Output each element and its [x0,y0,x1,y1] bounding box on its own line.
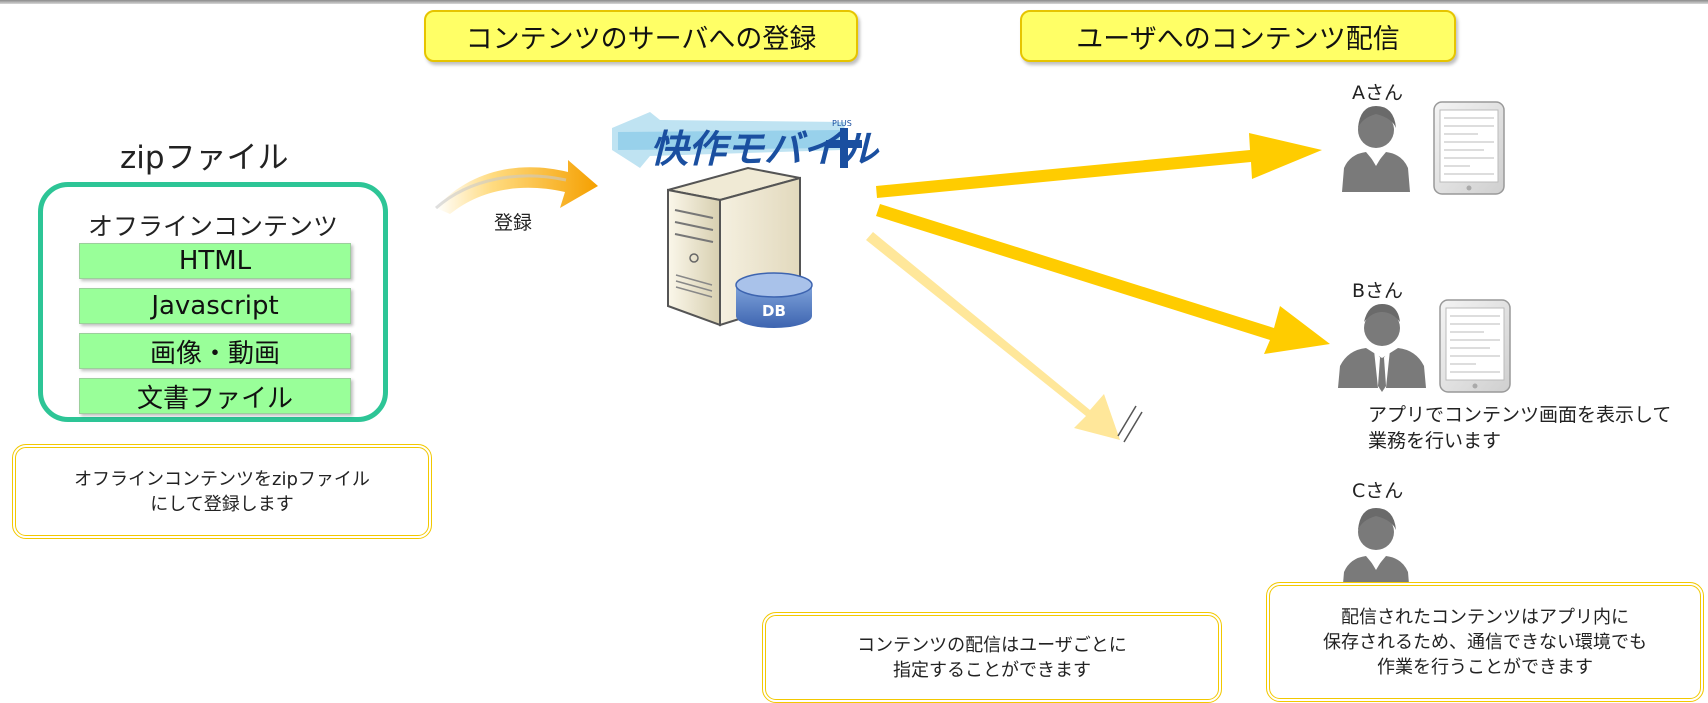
per-user-note-text: コンテンツの配信はユーザごとに 指定することができます [857,634,1127,681]
header-distribution: ユーザへのコンテンツ配信 [1020,10,1456,62]
file-item-javascript: Javascript [79,288,351,324]
user-b-person-icon [1338,304,1426,392]
user-a-label: Aさん [1352,82,1403,104]
user-a-person-icon [1342,106,1410,192]
per-user-note: コンテンツの配信はユーザごとに 指定することができます [762,612,1222,703]
user-b-description: アプリでコンテンツ画面を表示して 業務を行います [1368,404,1672,452]
logo-plus: PLUS [832,119,852,128]
database-icon: DB [735,272,813,328]
offline-content-box: オフラインコンテンツ HTML Javascript 画像・動画 文書ファイル [38,182,388,422]
offline-note: 配信されたコンテンツはアプリ内に 保存されるため、通信できない環境でも 作業を行… [1266,582,1704,702]
zip-note-text: オフラインコンテンツをzipファイル にして登録します [74,468,370,515]
user-b-tablet-icon [1439,299,1511,393]
user-a-tablet-icon [1433,101,1505,195]
zip-note: オフラインコンテンツをzipファイル にして登録します [12,444,432,539]
db-label: DB [762,302,786,320]
offline-note-text: 配信されたコンテンツはアプリ内に 保存されるため、通信できない環境でも 作業を行… [1323,606,1647,678]
header-registration-text: コンテンツのサーバへの登録 [465,23,817,55]
arrow-to-user-b [876,204,1330,354]
offline-content-title: オフラインコンテンツ [87,212,338,241]
user-c-label: Cさん [1352,480,1404,502]
register-arrow [435,160,598,214]
top-rule [0,0,1708,4]
arrow-to-user-c-blocked [866,232,1143,443]
user-b-label: Bさん [1352,280,1404,302]
file-item-html: HTML [79,243,351,279]
arrow-to-user-a [876,133,1322,198]
header-distribution-text: ユーザへのコンテンツ配信 [1076,23,1400,55]
kaisaku-mobile-logo: 快作モバイル PLUS [612,112,880,171]
header-registration: コンテンツのサーバへの登録 [424,10,858,62]
file-item-document: 文書ファイル [79,378,351,414]
register-label: 登録 [494,212,533,234]
zip-title: zipファイル [120,140,289,176]
file-item-media: 画像・動画 [79,333,351,369]
